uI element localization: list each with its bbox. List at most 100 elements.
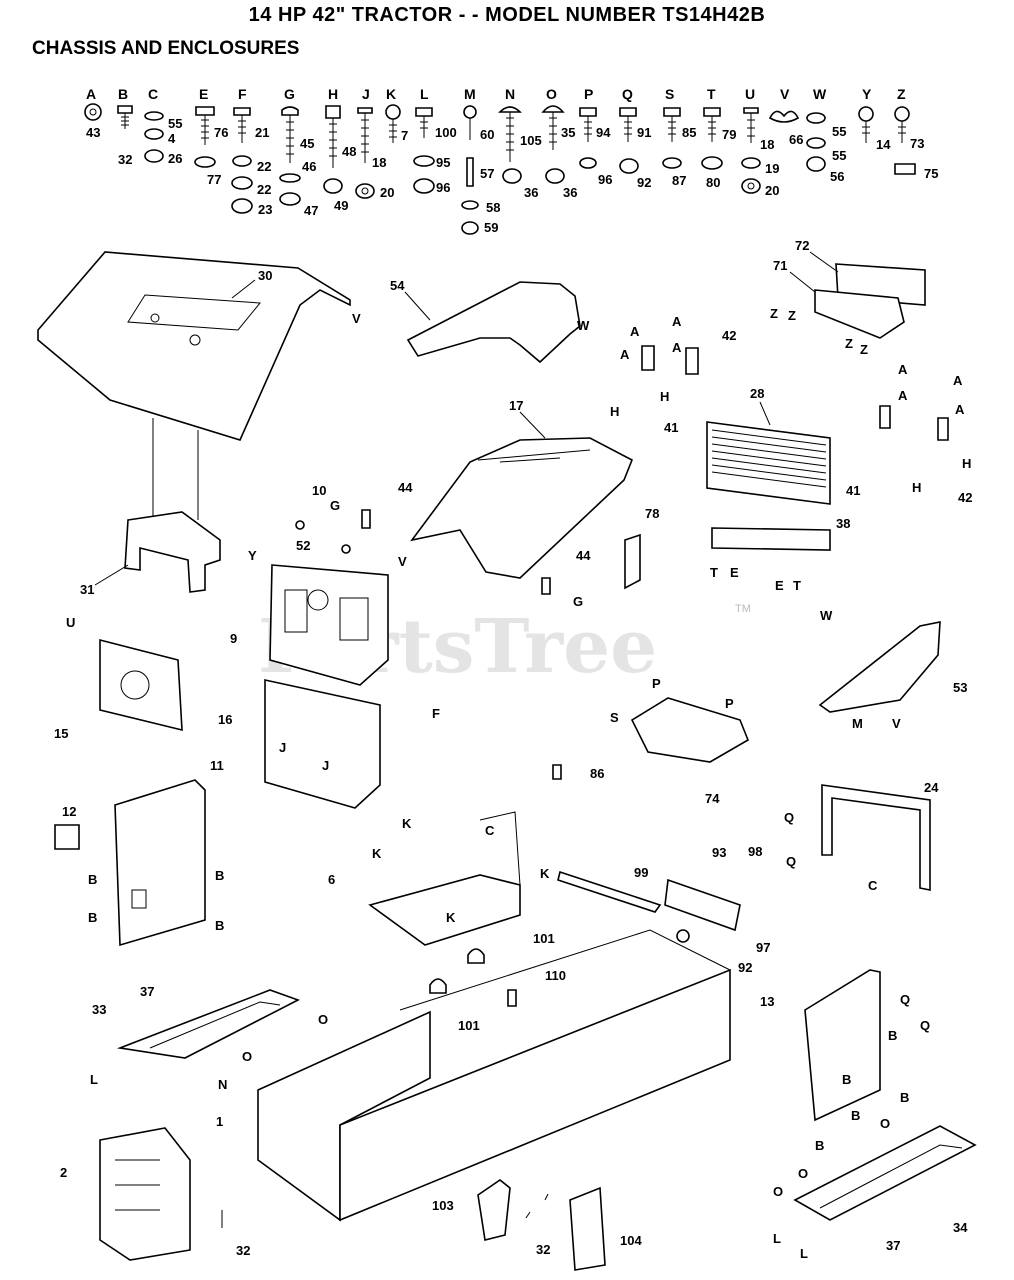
svg-text:100: 100 [435, 125, 457, 140]
svg-text:K: K [446, 910, 456, 925]
hw-letter-H: H [328, 86, 338, 102]
svg-text:K: K [402, 816, 412, 831]
svg-text:P: P [725, 696, 734, 711]
svg-text:V: V [398, 554, 407, 569]
svg-text:54: 54 [390, 278, 405, 293]
svg-text:23: 23 [258, 202, 272, 217]
svg-text:52: 52 [296, 538, 310, 553]
svg-text:K: K [540, 866, 550, 881]
svg-text:105: 105 [520, 133, 542, 148]
svg-text:J: J [279, 740, 286, 755]
svg-text:18: 18 [372, 155, 386, 170]
svg-text:2: 2 [60, 1165, 67, 1180]
svg-text:31: 31 [80, 582, 94, 597]
svg-text:V: V [352, 311, 361, 326]
svg-text:C: C [868, 878, 878, 893]
svg-text:19: 19 [765, 161, 779, 176]
svg-text:41: 41 [846, 483, 860, 498]
svg-text:B: B [842, 1072, 851, 1087]
svg-text:45: 45 [300, 136, 314, 151]
svg-text:A: A [672, 340, 682, 355]
svg-text:A: A [672, 314, 682, 329]
svg-text:93: 93 [712, 845, 726, 860]
part-1-main-frame: 1 [216, 929, 731, 1222]
hw-letter-T: T [707, 86, 716, 102]
hw-letter-O: O [546, 86, 557, 102]
svg-text:32: 32 [236, 1243, 250, 1258]
svg-text:95: 95 [436, 155, 450, 170]
hw-letter-U: U [745, 86, 755, 102]
svg-text:86: 86 [590, 766, 604, 781]
part-9-dash-console: 9 V F [230, 554, 440, 721]
svg-text:17: 17 [509, 398, 523, 413]
svg-text:H: H [610, 404, 619, 419]
svg-text:Q: Q [920, 1018, 930, 1033]
svg-text:15: 15 [54, 726, 68, 741]
svg-text:W: W [820, 608, 833, 623]
svg-text:99: 99 [634, 865, 648, 880]
svg-text:57: 57 [480, 166, 494, 181]
svg-text:O: O [773, 1184, 783, 1199]
svg-text:P: P [652, 676, 661, 691]
svg-text:S: S [610, 710, 619, 725]
svg-text:85: 85 [682, 125, 696, 140]
part-16-lower-dash: 16 JJ [218, 679, 381, 809]
svg-text:A: A [620, 347, 630, 362]
svg-text:B: B [88, 910, 97, 925]
svg-text:36: 36 [563, 185, 577, 200]
svg-text:87: 87 [672, 173, 686, 188]
svg-text:21: 21 [255, 125, 269, 140]
part-17-hood: 17 [410, 398, 634, 579]
hw-letter-Z: Z [897, 86, 906, 102]
svg-text:G: G [330, 498, 340, 513]
svg-text:13: 13 [760, 994, 774, 1009]
hardware-legend: A B C E F G H J K L M N O P Q S T U V W … [84, 86, 938, 235]
svg-text:20: 20 [765, 183, 779, 198]
svg-text:A: A [898, 362, 908, 377]
svg-text:Y: Y [248, 548, 257, 563]
svg-text:O: O [242, 1049, 252, 1064]
svg-text:44: 44 [576, 548, 591, 563]
svg-text:B: B [815, 1138, 824, 1153]
svg-text:Z: Z [788, 308, 796, 323]
svg-text:97: 97 [756, 940, 770, 955]
svg-text:B: B [215, 918, 224, 933]
hw-letter-W: W [813, 86, 827, 102]
svg-text:37: 37 [886, 1238, 900, 1253]
svg-text:43: 43 [86, 125, 100, 140]
svg-text:Z: Z [845, 336, 853, 351]
svg-text:79: 79 [722, 127, 736, 142]
svg-text:L: L [90, 1072, 98, 1087]
part-11-side-panel: 11 12 BB BB [54, 758, 224, 947]
part-54-dash-panel: 54 V W [352, 278, 590, 364]
svg-text:60: 60 [480, 127, 494, 142]
svg-text:N: N [218, 1077, 227, 1092]
svg-text:37: 37 [140, 984, 154, 999]
svg-text:71: 71 [773, 258, 787, 273]
svg-text:32: 32 [536, 1242, 550, 1257]
svg-text:16: 16 [218, 712, 232, 727]
svg-text:L: L [773, 1231, 781, 1246]
svg-text:Z: Z [770, 306, 778, 321]
svg-text:30: 30 [258, 268, 272, 283]
svg-text:12: 12 [62, 804, 76, 819]
svg-text:58: 58 [486, 200, 500, 215]
part-6-steering-plate: 6 KK KK C [328, 811, 550, 946]
svg-text:K: K [372, 846, 382, 861]
svg-text:7: 7 [401, 128, 408, 143]
svg-text:92: 92 [738, 960, 752, 975]
hw-letter-N: N [505, 86, 515, 102]
svg-text:Q: Q [900, 992, 910, 1007]
part-24-front-frame: 24 QQ C [784, 780, 939, 893]
svg-text:91: 91 [637, 125, 651, 140]
svg-text:14: 14 [876, 137, 891, 152]
svg-text:101: 101 [458, 1018, 480, 1033]
svg-text:80: 80 [706, 175, 720, 190]
svg-text:O: O [880, 1116, 890, 1131]
svg-text:20: 20 [380, 185, 394, 200]
section-subtitle: CHASSIS AND ENCLOSURES [32, 38, 300, 59]
svg-text:18: 18 [760, 137, 774, 152]
svg-text:110: 110 [545, 968, 566, 983]
